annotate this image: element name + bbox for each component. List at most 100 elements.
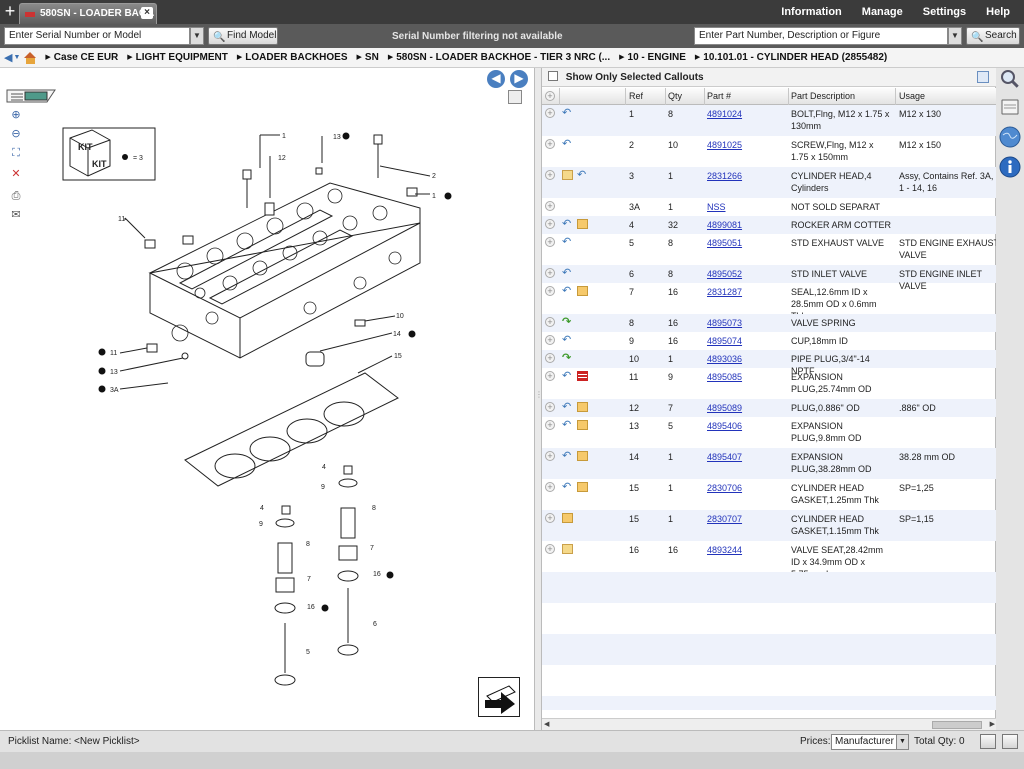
back-arrow-icon[interactable]: ◀	[4, 52, 13, 64]
add-to-picklist-icon[interactable]: +	[545, 353, 555, 363]
panel-splitter[interactable]: ⋮	[535, 390, 543, 399]
add-to-picklist-icon[interactable]: +	[545, 420, 555, 430]
folder-icon[interactable]	[562, 170, 573, 180]
cell-part[interactable]: 4895089	[707, 402, 787, 414]
cell-part[interactable]: 4895085	[707, 371, 787, 383]
part-number-link[interactable]: NSS	[707, 202, 726, 212]
prices-select[interactable]: Manufacturer ▼	[831, 734, 909, 750]
copy-picklist-icon[interactable]	[980, 734, 996, 749]
cell-part[interactable]: 4899081	[707, 219, 787, 231]
part-number-link[interactable]: 4895051	[707, 238, 743, 248]
crumb-brand[interactable]: Case CE EUR	[45, 52, 118, 63]
dropdown-arrow-icon[interactable]: ▼	[13, 54, 21, 61]
crumb-category[interactable]: LIGHT EQUIPMENT	[127, 52, 228, 63]
fit-to-window-icon[interactable]: ⛶	[12, 147, 20, 159]
clear-selection-icon[interactable]: ✕	[11, 168, 21, 180]
kit-icon[interactable]	[577, 286, 588, 296]
part-number-link[interactable]: 4895073	[707, 318, 743, 328]
serial-input[interactable]: Enter Serial Number or Model	[4, 27, 190, 45]
add-tab-button[interactable]: +	[4, 1, 16, 21]
crumb-type[interactable]: LOADER BACKHOES	[237, 52, 347, 63]
cell-part[interactable]: 2830706	[707, 482, 787, 494]
add-to-picklist-icon[interactable]: +	[545, 286, 555, 296]
document-icon[interactable]	[999, 96, 1021, 118]
replacement-icon[interactable]: ↶	[562, 450, 572, 462]
crumb-section[interactable]: 10 - ENGINE	[619, 52, 686, 63]
add-to-picklist-icon[interactable]: +	[545, 317, 555, 327]
forward-icon[interactable]: ↷	[562, 352, 572, 364]
add-to-picklist-icon[interactable]: +	[545, 402, 555, 412]
add-to-picklist-icon[interactable]: +	[545, 513, 555, 523]
cell-part[interactable]: 4895074	[707, 335, 787, 347]
part-number-link[interactable]: 4893244	[707, 545, 743, 555]
replacement-icon[interactable]: ↶	[562, 285, 572, 297]
part-number-link[interactable]: 4895074	[707, 336, 743, 346]
cell-part[interactable]: 2831266	[707, 170, 787, 182]
replacement-icon[interactable]: ↶	[562, 401, 572, 413]
add-to-picklist-icon[interactable]: +	[545, 139, 555, 149]
expand-all-icon[interactable]: +	[545, 91, 555, 101]
cell-part[interactable]: 4893036	[707, 353, 787, 365]
cell-part[interactable]: 4895051	[707, 237, 787, 249]
add-to-picklist-icon[interactable]: +	[545, 482, 555, 492]
cell-part[interactable]: 4895406	[707, 420, 787, 432]
prev-figure-icon[interactable]: ◀	[487, 70, 505, 88]
tab-580sn[interactable]: 580SN - LOADER BAC... ×	[19, 3, 157, 24]
add-to-picklist-icon[interactable]: +	[545, 237, 555, 247]
replacement-icon[interactable]: ↶	[577, 169, 587, 181]
close-icon[interactable]: ×	[141, 7, 153, 19]
kit-icon[interactable]	[577, 402, 588, 412]
menu-help[interactable]: Help	[986, 6, 1010, 18]
add-to-picklist-icon[interactable]: +	[545, 268, 555, 278]
folder-icon[interactable]	[562, 544, 573, 554]
thumbnail-icon[interactable]	[5, 88, 57, 104]
search-button[interactable]: 🔍 Search	[966, 27, 1020, 45]
part-dropdown-icon[interactable]: ▼	[948, 27, 962, 45]
part-number-link[interactable]: 2831287	[707, 287, 743, 297]
part-number-link[interactable]: 4895052	[707, 269, 743, 279]
next-figure-icon[interactable]: ▶	[510, 70, 528, 88]
replacement-icon[interactable]: ↶	[562, 334, 572, 346]
cell-part[interactable]: 4895073	[707, 317, 787, 329]
part-number-link[interactable]: 4895085	[707, 372, 743, 382]
replacement-icon[interactable]: ↶	[562, 236, 572, 248]
print-icon[interactable]: ⎙	[11, 190, 21, 202]
cell-part[interactable]: 2831287	[707, 286, 787, 298]
part-number-link[interactable]: 4891025	[707, 140, 743, 150]
magnifier-icon[interactable]	[999, 68, 1021, 90]
serial-dropdown-icon[interactable]: ▼	[190, 27, 204, 45]
add-to-picklist-icon[interactable]: +	[545, 201, 555, 211]
cell-part[interactable]: NSS	[707, 201, 787, 213]
show-selected-checkbox[interactable]	[548, 71, 558, 81]
menu-information[interactable]: Information	[781, 6, 842, 18]
replacement-icon[interactable]: ↶	[562, 267, 572, 279]
add-to-picklist-icon[interactable]: +	[545, 335, 555, 345]
zoom-in-icon[interactable]: ⊕	[11, 109, 21, 121]
part-number-link[interactable]: 4899081	[707, 220, 743, 230]
cell-part[interactable]: 4895407	[707, 451, 787, 463]
add-to-picklist-icon[interactable]: +	[545, 451, 555, 461]
part-number-link[interactable]: 4893036	[707, 354, 743, 364]
kit-icon[interactable]	[577, 451, 588, 461]
exploded-drawing[interactable]: = 3 1 12 13 2 1 11 10 14 11 13 3A 15 4 9…	[0, 68, 535, 730]
kit-icon[interactable]	[562, 513, 573, 523]
grid-options-icon[interactable]	[977, 71, 989, 83]
zoom-out-icon[interactable]: ⊖	[11, 128, 21, 140]
add-to-picklist-icon[interactable]: +	[545, 219, 555, 229]
part-number-link[interactable]: 4895089	[707, 403, 743, 413]
col-description[interactable]: Part Description	[791, 91, 856, 101]
replacement-icon[interactable]: ↶	[562, 138, 572, 150]
crumb-series[interactable]: SN	[357, 52, 379, 63]
cell-part[interactable]: 4891025	[707, 139, 787, 151]
replacement-icon[interactable]: ↶	[562, 107, 572, 119]
